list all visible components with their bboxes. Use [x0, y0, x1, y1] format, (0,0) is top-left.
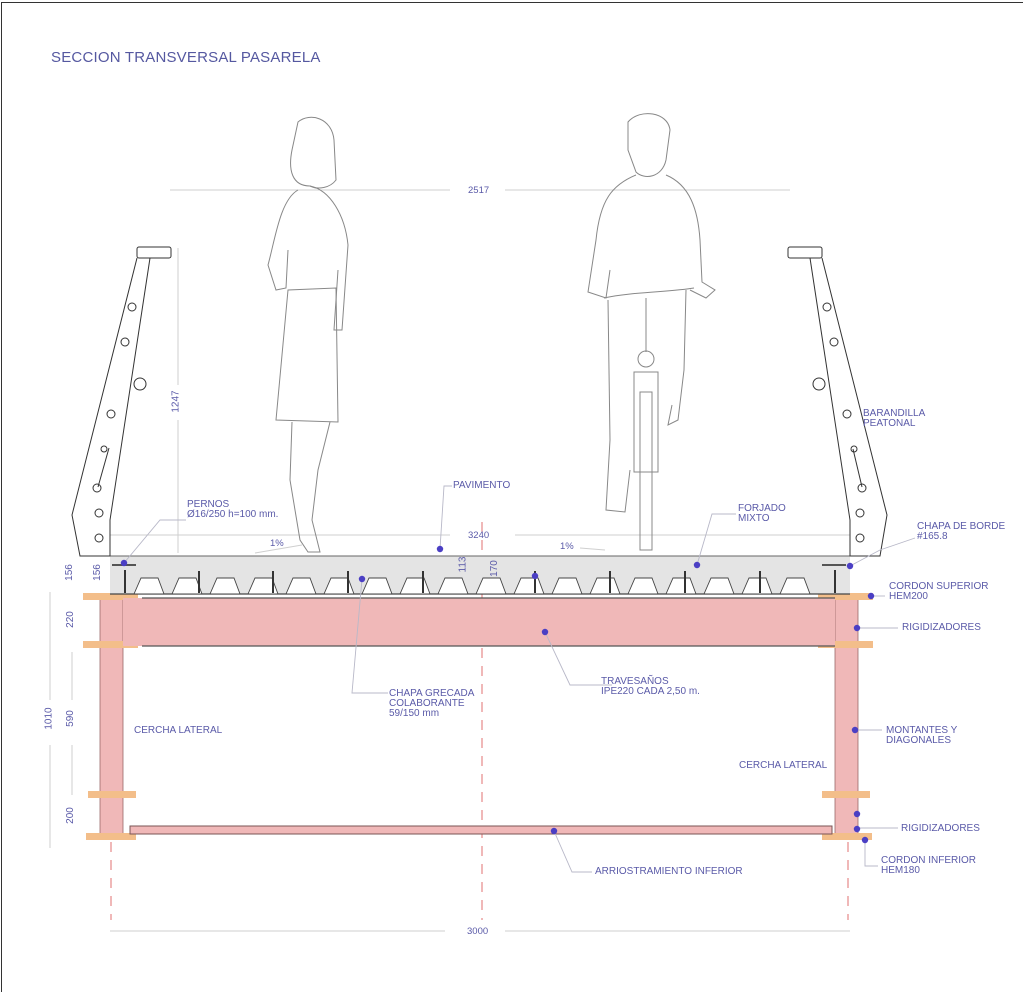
label-pernos: PERNOS Ø16/250 h=100 mm.	[187, 499, 279, 520]
dim-slab-min: 113	[457, 556, 469, 573]
label-rigidizadores-bottom: RIGIDIZADORES	[901, 823, 980, 834]
dim-truss-height: 1010	[43, 707, 55, 730]
label-chapa-borde: CHAPA DE BORDE #165.8	[917, 521, 1006, 542]
label-cordon-superior: CORDON SUPERIOR HEM200	[889, 581, 989, 602]
label-pavimento: PAVIMENTO	[453, 480, 511, 491]
dim-slab-total: 170	[488, 560, 500, 577]
dim-overall-width: 3000	[467, 926, 489, 937]
railing-right	[787, 246, 888, 557]
lateral-truss-left	[83, 593, 138, 840]
pedestrian-woman-figure	[267, 117, 349, 553]
dimension-lines	[49, 189, 850, 932]
label-cercha-lateral-right: CERCHA LATERAL	[739, 760, 828, 771]
lateral-truss-right	[818, 593, 873, 840]
drawing-title: SECCION TRANSVERSAL PASARELA	[51, 49, 321, 66]
label-chapa-grecada: CHAPA GRECADA COLABORANTE 59/150 mm	[389, 688, 475, 719]
dim-web-height: 590	[64, 710, 76, 727]
dim-slab-edge-left: 156	[63, 564, 75, 581]
cyclist-figure	[587, 113, 716, 551]
railing-left	[71, 246, 172, 557]
dim-railing-height: 1247	[170, 390, 182, 413]
dim-deck-width: 3240	[468, 530, 490, 541]
dim-top-clear-width: 2517	[468, 185, 490, 196]
label-montantes: MONTANTES Y DIAGONALES	[886, 725, 958, 746]
label-cordon-inferior: CORDON INFERIOR HEM180	[881, 855, 976, 876]
dim-slab-edge-inner: 156	[91, 564, 103, 581]
dim-slope-left: 1%	[270, 538, 284, 549]
crossbeam	[123, 598, 835, 646]
label-forjado-mixto: FORJADO MIXTO	[738, 503, 786, 524]
dim-top-chord: 220	[64, 611, 76, 628]
label-travesanos: TRAVESAÑOS IPE220 CADA 2,50 m.	[601, 676, 700, 697]
label-barandilla: BARANDILLA PEATONAL	[863, 408, 926, 429]
label-rigidizadores-top: RIGIDIZADORES	[902, 622, 981, 633]
label-markers	[120, 545, 875, 844]
composite-slab	[110, 555, 850, 595]
dim-slope-right: 1%	[560, 541, 574, 552]
label-cercha-lateral-left: CERCHA LATERAL	[134, 725, 223, 736]
dim-bottom-chord: 200	[64, 807, 76, 824]
label-arriostramiento: ARRIOSTRAMIENTO INFERIOR	[595, 866, 743, 877]
leader-lines	[123, 485, 916, 873]
bottom-bracing	[129, 825, 833, 835]
